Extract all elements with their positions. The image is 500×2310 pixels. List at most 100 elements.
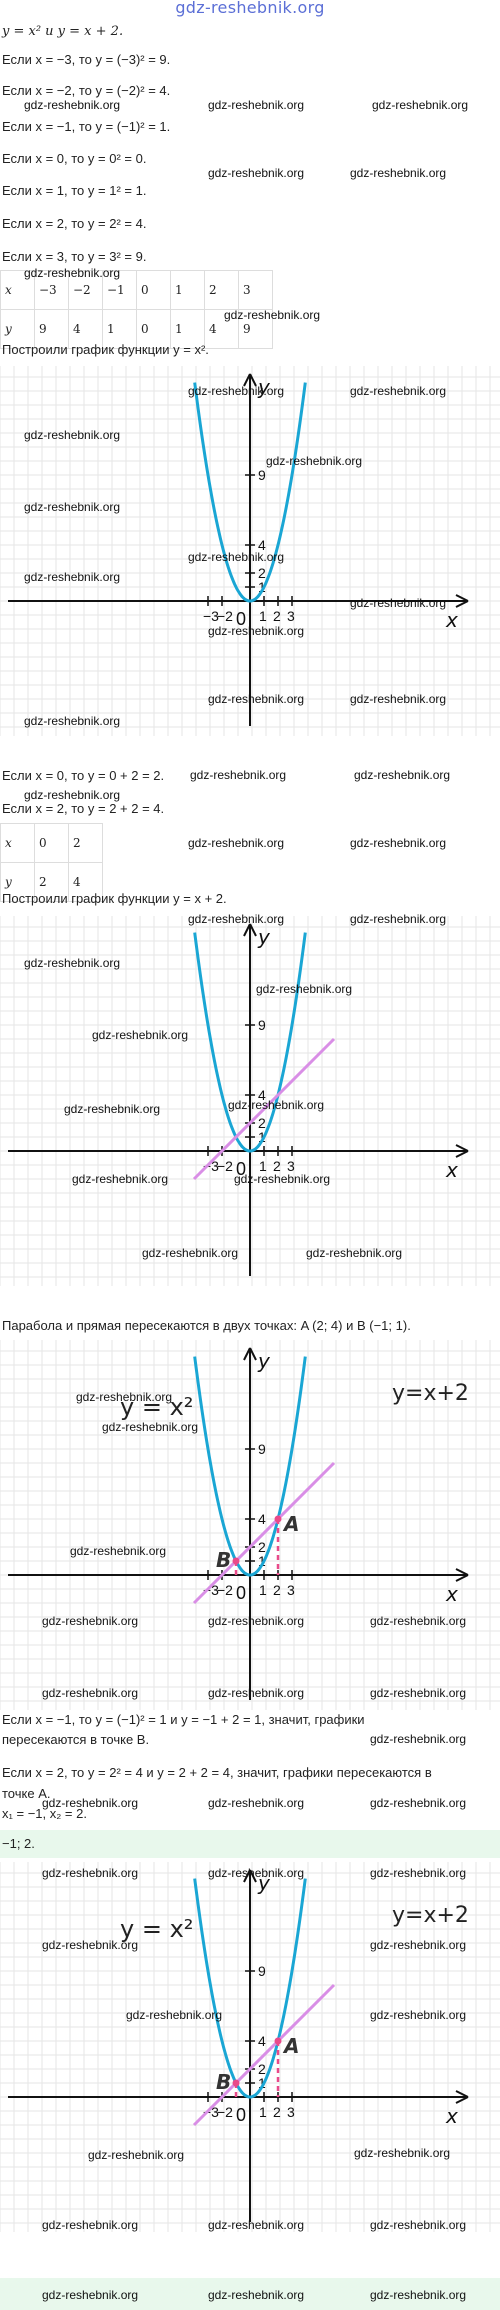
watermark: gdz-reshebnik.org xyxy=(208,166,305,180)
point-b-marker xyxy=(232,2079,240,2087)
watermark: gdz-reshebnik.org xyxy=(42,1938,139,1952)
line-graph xyxy=(192,1037,336,1181)
watermark: gdz-reshebnik.org xyxy=(70,1544,167,1558)
y-tick-label: 4 xyxy=(258,537,266,553)
watermark: gdz-reshebnik.org xyxy=(350,166,447,180)
x-axis-label: x xyxy=(445,2104,458,2128)
y-tick-label: 1 xyxy=(258,1553,266,1569)
watermark: gdz-reshebnik.org xyxy=(24,500,121,514)
x-tick-label: 2 xyxy=(273,608,281,624)
text-line: Если x = 2, то y = 2² = 4. xyxy=(2,216,147,231)
watermark: gdz-reshebnik.org xyxy=(42,1866,139,1880)
text-line: Если x = 0, то y = 0² = 0. xyxy=(2,151,147,166)
point-a-label: A xyxy=(282,1512,299,1536)
y-tick-label: 9 xyxy=(258,467,266,483)
x-tick-label: −3 xyxy=(203,1158,219,1174)
x-tick-label: 3 xyxy=(287,608,295,624)
watermark: gdz-reshebnik.org xyxy=(372,98,469,112)
watermark: gdz-reshebnik.org xyxy=(208,2288,305,2302)
y-axis-arrow xyxy=(243,1347,257,1361)
watermark: gdz-reshebnik.org xyxy=(188,384,285,398)
watermark: gdz-reshebnik.org xyxy=(72,1172,169,1186)
y-axis-arrow xyxy=(243,373,257,387)
parabola-curve xyxy=(193,382,307,603)
watermark: gdz-reshebnik.org xyxy=(354,2146,451,2160)
text-line: пересекаются в точке B. xyxy=(2,1732,150,1747)
point-a-label: A xyxy=(282,2034,299,2058)
table-cell: 1 xyxy=(170,270,205,310)
table-cell: 0 xyxy=(136,270,171,310)
watermark: gdz-reshebnik.org xyxy=(42,1614,139,1628)
watermark: gdz-reshebnik.org xyxy=(126,2008,223,2022)
text-line: Если x = −1, то y = (−1)² = 1 и y = −1 +… xyxy=(2,1712,365,1727)
table-cell: 1 xyxy=(170,309,205,349)
watermark: gdz-reshebnik.org xyxy=(306,1246,403,1260)
y-axis-label: y xyxy=(257,375,271,399)
text-line: Если x = −2, то y = (−2)² = 4. xyxy=(2,83,171,98)
watermark: gdz-reshebnik.org xyxy=(24,956,121,970)
watermark: gdz-reshebnik.org xyxy=(24,788,121,802)
x-tick-label: 1 xyxy=(259,1158,267,1174)
watermark: gdz-reshebnik.org xyxy=(350,912,447,926)
table-cell: 1 xyxy=(102,309,137,349)
watermark: gdz-reshebnik.org xyxy=(42,2288,139,2302)
text-line: Если x = 2, то y = 2 + 2 = 4. xyxy=(2,801,165,816)
watermark: gdz-reshebnik.org xyxy=(370,1796,467,1810)
watermark: gdz-reshebnik.org xyxy=(76,1390,173,1404)
table-header: y xyxy=(0,862,35,902)
parabola-curve xyxy=(193,1356,307,1577)
answer-bar-bottom xyxy=(0,2278,500,2310)
watermark: gdz-reshebnik.org xyxy=(64,1102,161,1116)
watermark: gdz-reshebnik.org xyxy=(224,308,321,322)
watermark: gdz-reshebnik.org xyxy=(350,384,447,398)
x-tick-label: −3 xyxy=(203,1582,219,1598)
text-line: y = x² и y = x + 2. xyxy=(2,24,124,39)
watermark: gdz-reshebnik.org xyxy=(208,1614,305,1628)
text-line: Парабола и прямая пересекаются в двух то… xyxy=(2,1318,411,1333)
table-cell: 2 xyxy=(68,823,103,863)
x-tick-label: −2 xyxy=(217,1582,233,1598)
parabola-equation: y = x² xyxy=(120,1915,193,1943)
watermark: gdz-reshebnik.org xyxy=(190,768,287,782)
watermark: gdz-reshebnik.org xyxy=(208,1796,305,1810)
table-header: y xyxy=(0,309,35,349)
watermark: gdz-reshebnik.org xyxy=(350,596,447,610)
x-axis-label: x xyxy=(445,1158,458,1182)
watermark: gdz-reshebnik.org xyxy=(370,1866,467,1880)
y-axis-label: y xyxy=(257,1349,271,1373)
watermark: gdz-reshebnik.org xyxy=(24,266,121,280)
x-tick-label: −2 xyxy=(217,1158,233,1174)
x-tick-label: −2 xyxy=(217,608,233,624)
y-tick-label: 9 xyxy=(258,1441,266,1457)
text-line: Если x = 0, то y = 0 + 2 = 2. xyxy=(2,768,165,783)
watermark: gdz-reshebnik.org xyxy=(370,1732,467,1746)
text-line: Если x = 2, то y = 2² = 4 и y = 2 + 2 = … xyxy=(2,1765,432,1780)
table-cell: 4 xyxy=(68,309,103,349)
text-line: точке A. xyxy=(2,1786,51,1801)
line-equation: y=x+2 xyxy=(392,1903,469,1928)
watermark: gdz-reshebnik.org xyxy=(370,2218,467,2232)
y-axis-arrow xyxy=(243,1869,257,1883)
watermark: gdz-reshebnik.org xyxy=(350,836,447,850)
watermark: gdz-reshebnik.org xyxy=(208,1686,305,1700)
watermark: gdz-reshebnik.org xyxy=(256,982,353,996)
parabola-curve xyxy=(193,932,307,1153)
x-axis-arrow xyxy=(455,2090,469,2104)
y-tick-label: 4 xyxy=(258,1087,266,1103)
x-tick-label: 3 xyxy=(287,1582,295,1598)
table-cell: 4 xyxy=(204,309,239,349)
watermark: gdz-reshebnik.org xyxy=(350,692,447,706)
text-line: Если x = 3, то y = 3² = 9. xyxy=(2,249,147,264)
grid xyxy=(0,1340,500,1710)
point-b-marker xyxy=(232,1557,240,1565)
x-tick-label: −3 xyxy=(203,608,219,624)
y-tick-label: 2 xyxy=(258,565,266,581)
origin-label: 0 xyxy=(236,2105,246,2125)
table-cell: 0 xyxy=(34,823,69,863)
point-b-label: B xyxy=(216,2070,231,2094)
x-tick-label: 1 xyxy=(259,608,267,624)
watermark: gdz-reshebnik.org xyxy=(24,570,121,584)
line-graph xyxy=(192,1983,336,2127)
